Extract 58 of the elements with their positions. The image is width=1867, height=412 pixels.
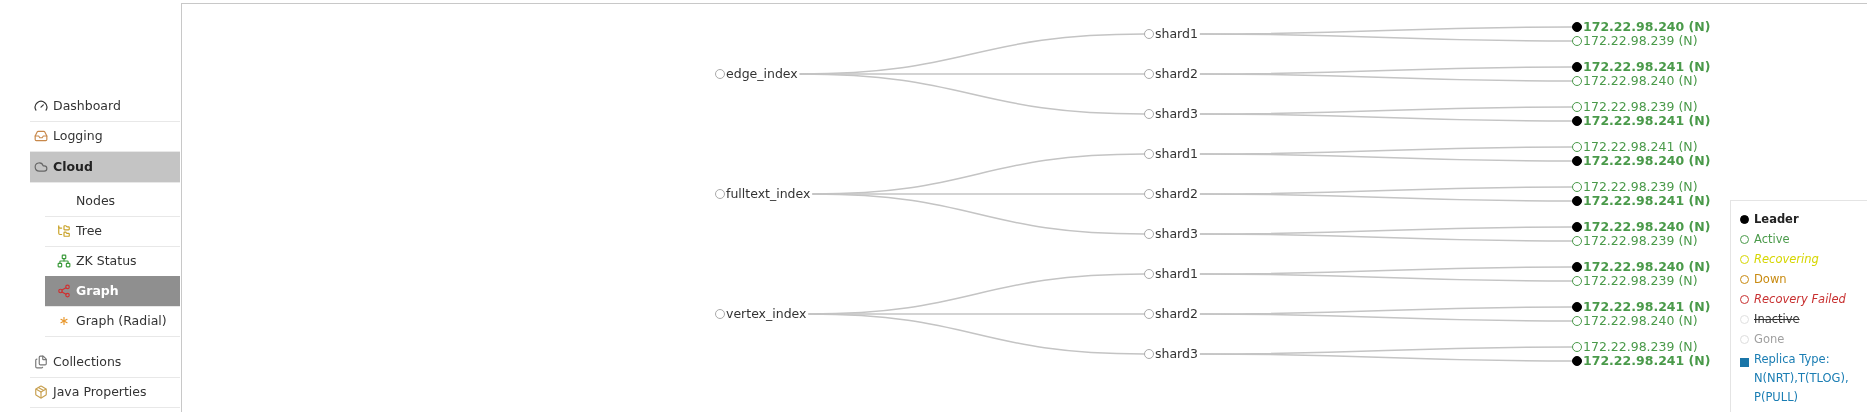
nav-link: Graph (45, 276, 180, 307)
tree-link (1199, 113, 1573, 122)
tree-link (1199, 73, 1573, 82)
replica-address: 172.22.98.239 (N) (1583, 180, 1698, 194)
nav-link: Dashboard (30, 91, 180, 122)
replica-address: 172.22.98.241 (N) (1583, 354, 1711, 368)
collection-label: vertex_index (726, 307, 807, 321)
replica-address: 172.22.98.239 (N) (1583, 34, 1698, 48)
shard-label: shard1 (1155, 27, 1198, 41)
nav-link: Nodes (45, 186, 180, 217)
shard-label: shard3 (1155, 227, 1198, 241)
legend-text: Gone (1754, 331, 1785, 348)
nav-link: Java Properties (30, 377, 180, 408)
tree-link (798, 73, 1145, 115)
tree-link (1199, 313, 1573, 322)
replica-address: 172.22.98.241 (N) (1583, 194, 1711, 208)
tree-link (1199, 273, 1573, 282)
legend-text: Recovering (1754, 251, 1819, 268)
nav-link: Collections (30, 347, 180, 378)
replica-address: 172.22.98.240 (N) (1583, 20, 1711, 34)
legend-text: Replica Type: N(NRT),T(TLOG),P(PULL) (1754, 351, 1850, 406)
replica-address: 172.22.98.240 (N) (1583, 220, 1711, 234)
replica-address: 172.22.98.241 (N) (1583, 60, 1711, 74)
replica-address: 172.22.98.240 (N) (1583, 154, 1711, 168)
tree-link (1199, 33, 1573, 42)
replica-address: 172.22.98.239 (N) (1583, 274, 1698, 288)
tree-link (807, 313, 1145, 355)
nav-link: Graph (Radial) (45, 306, 180, 337)
replica-address: 172.22.98.241 (N) (1583, 300, 1711, 314)
shard-label: shard2 (1155, 67, 1198, 81)
tree-link (1199, 153, 1573, 162)
replica-address: 172.22.98.240 (N) (1583, 74, 1698, 88)
replica-address: 172.22.98.239 (N) (1583, 340, 1698, 354)
tree-link (1199, 353, 1573, 362)
legend-text: Down (1754, 271, 1787, 288)
legend-text: Recovery Failed (1754, 291, 1846, 308)
replica-address: 172.22.98.239 (N) (1583, 234, 1698, 248)
replica-address: 172.22.98.239 (N) (1583, 100, 1698, 114)
replica-address: 172.22.98.241 (N) (1583, 114, 1711, 128)
shard-label: shard2 (1155, 307, 1198, 321)
shard-label: shard2 (1155, 187, 1198, 201)
collection-label: fulltext_index (726, 187, 811, 201)
nav-link: Tree (45, 216, 180, 247)
legend-text: Inactive (1754, 311, 1800, 328)
legend-text: Active (1754, 231, 1790, 248)
shard-label: shard1 (1155, 147, 1198, 161)
nav-link: Cloud (30, 152, 180, 183)
tree-link (1199, 193, 1573, 202)
replica-address: 172.22.98.240 (N) (1583, 314, 1698, 328)
shard-label: shard1 (1155, 267, 1198, 281)
replica-address: 172.22.98.241 (N) (1583, 140, 1698, 154)
replica-address: 172.22.98.240 (N) (1583, 260, 1711, 274)
shard-label: shard3 (1155, 347, 1198, 361)
tree-link (1199, 233, 1573, 242)
legend-text: Leader (1754, 211, 1799, 228)
tree-link (811, 193, 1145, 235)
collection-label: edge_index (726, 67, 798, 81)
shard-label: shard3 (1155, 107, 1198, 121)
